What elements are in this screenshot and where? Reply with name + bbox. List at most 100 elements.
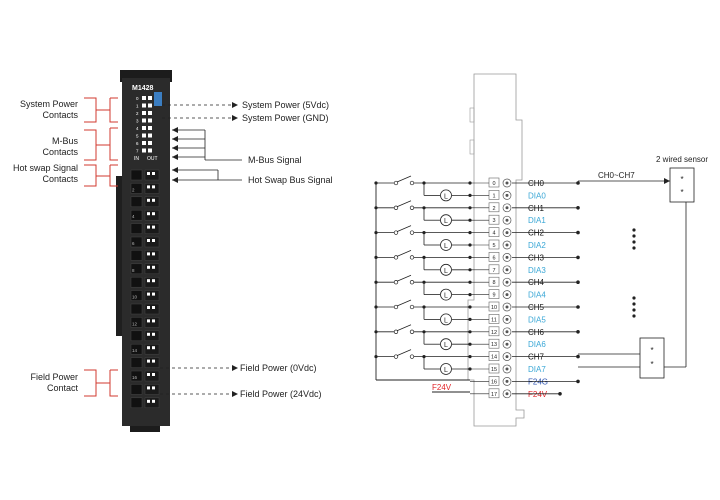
- switch-contact-icon: [393, 205, 399, 210]
- terminal-number: 12: [491, 330, 497, 336]
- terminal-screw-center: [505, 206, 509, 210]
- switch-terminal-dot: [468, 206, 472, 210]
- module-terminal-hole: [130, 169, 143, 181]
- module-terminal-led: [152, 359, 155, 363]
- terminal-screw-center: [505, 330, 509, 334]
- terminal-number: 6: [492, 255, 495, 261]
- switch-blade-icon: [396, 324, 412, 332]
- module-terminal-hole: [130, 317, 143, 328]
- lamp-branch-dot: [422, 231, 426, 235]
- terminal-number-box: [488, 214, 500, 225]
- module-terminal-led: [147, 239, 150, 242]
- module-terminal-led: [147, 319, 150, 323]
- terminal-screw-center: [505, 193, 509, 197]
- module-terminal-hole: [130, 236, 143, 248]
- left-brackets: [84, 97, 118, 397]
- housing-notch-2: [469, 139, 475, 155]
- terminal-number-box: [488, 202, 500, 213]
- module-terminal-led: [152, 198, 155, 202]
- terminal-number-box: [488, 301, 500, 312]
- lamp-icon: [440, 239, 452, 251]
- terminal-screw-center: [505, 367, 509, 371]
- terminal-screw-center: [505, 268, 509, 272]
- channel-lead-dot: [576, 354, 580, 359]
- module-terminal-number: 4: [132, 214, 135, 219]
- lamp-icon: [440, 313, 452, 326]
- module-pin-led: [148, 103, 152, 108]
- switch-blade-icon: [396, 175, 412, 183]
- terminal-signal-label: CH5: [528, 303, 545, 312]
- module-terminal-hole: [130, 357, 143, 368]
- terminal-number-box: [488, 314, 500, 324]
- module-address-switch: [154, 92, 162, 106]
- hot-swap-label-l1: Hot swap Signal: [13, 163, 78, 173]
- terminal-signal-label: DIA7: [528, 365, 546, 374]
- sensor-box-top: [669, 167, 695, 203]
- lamp-branch-dot: [422, 181, 426, 185]
- lamp-terminal-dot: [468, 268, 472, 272]
- channel-lead-dot: [576, 181, 580, 185]
- module-pin-led: [142, 96, 146, 100]
- field0v-arrow-icon: [232, 365, 238, 371]
- module-terminal-led: [147, 225, 150, 229]
- field24v-arrow-icon: [232, 391, 238, 397]
- lamp-branch-dot: [422, 305, 426, 309]
- channel-lead-dot: [576, 280, 580, 285]
- terminal-housing: [467, 73, 525, 427]
- terminal-number: 8: [492, 280, 495, 286]
- lamp-branch-dot: [422, 355, 426, 359]
- module-terminal-led: [152, 185, 155, 189]
- module-terminal-led: [147, 172, 150, 175]
- terminal-screw-center: [505, 293, 509, 297]
- module-terminal-number: 10: [132, 295, 138, 300]
- module-pin-led: [142, 111, 146, 115]
- terminal-screw-center: [505, 231, 509, 235]
- channel-lead-dot: [576, 330, 580, 334]
- terminal-number: 17: [491, 392, 497, 398]
- terminal-screw-center: [505, 379, 509, 383]
- sensor-box-bottom: [639, 337, 665, 379]
- terminal-number-box: [488, 326, 500, 337]
- terminal-number-box: [488, 276, 500, 287]
- lamp-symbol: L: [444, 193, 448, 200]
- module-pin-led: [148, 133, 152, 138]
- module-pin-led: [142, 141, 146, 145]
- hotswap-bus-label: Hot Swap Bus Signal: [248, 175, 333, 185]
- module-terminal-hole: [130, 183, 143, 194]
- module-pin-led: [142, 133, 146, 138]
- switch-contact-icon: [409, 180, 415, 186]
- lamp-symbol: L: [444, 243, 448, 250]
- terminal-number: 16: [491, 379, 497, 385]
- f24g-lead-dot: [576, 379, 580, 384]
- module-terminal-led: [152, 172, 155, 175]
- lamp-icon: [440, 214, 452, 227]
- module-terminal-hole: [130, 250, 143, 261]
- field-power-label-l1: Field Power: [30, 372, 78, 382]
- module-terminal-led: [152, 212, 155, 216]
- lamp-terminal-dot: [468, 293, 472, 297]
- channel-lead-dot: [576, 230, 580, 235]
- switch-contact-icon: [393, 280, 399, 285]
- terminal-screw-center: [505, 392, 509, 396]
- module-terminal-number: 14: [132, 348, 138, 353]
- lamp-terminal-dot: [468, 218, 472, 222]
- module-terminal-led: [152, 399, 155, 403]
- module-terminal-hole: [130, 330, 143, 342]
- lamp-terminal-dot: [468, 367, 472, 371]
- right-signal-arrowheads: [172, 102, 238, 397]
- lamp-symbol: L: [444, 268, 448, 275]
- module-pin-number: 5: [136, 134, 139, 139]
- lamp-branch-dot: [422, 255, 426, 259]
- terminal-screw-center: [505, 218, 509, 222]
- lamp-branch-dot: [422, 280, 426, 284]
- module-terminal-led: [147, 386, 150, 390]
- sensor-top-mark-2: *: [680, 188, 683, 197]
- terminal-number-box: [488, 239, 500, 250]
- terminal-number: 2: [492, 206, 495, 212]
- module-terminal-hole: [130, 290, 143, 301]
- sensor-top-mark-1: *: [680, 175, 683, 184]
- module-terminal-number: 6: [132, 241, 135, 246]
- module-terminal-led: [152, 373, 155, 376]
- mbus-arrow-4-icon: [172, 154, 178, 160]
